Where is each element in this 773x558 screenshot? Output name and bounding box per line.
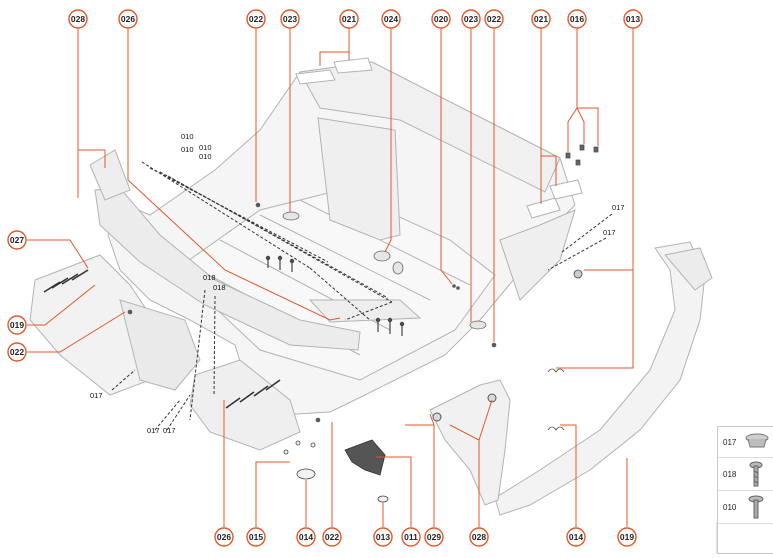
callout-bottom-5: 013 <box>373 527 393 547</box>
svg-text:026: 026 <box>121 14 135 24</box>
callout-bottom-2: 015 <box>246 527 266 547</box>
svg-text:026: 026 <box>217 532 231 542</box>
bolt-set-left <box>43 269 89 293</box>
svg-text:021: 021 <box>534 14 548 24</box>
dashed-leaders <box>111 161 613 431</box>
svg-text:022: 022 <box>249 14 263 24</box>
label-017-right-a: 017 <box>612 203 625 212</box>
svg-text:027: 027 <box>10 235 24 245</box>
callout-top-1: 028 <box>68 9 88 29</box>
label-010-a: 010 <box>181 132 194 141</box>
rivet-icon <box>748 495 764 519</box>
legend-code: 018 <box>723 470 737 479</box>
label-017-right-b: 017 <box>603 228 616 237</box>
callout-left-3: 022 <box>7 342 27 362</box>
fastener-labels: 010 010 010 010 018 018 017 017 017 017 … <box>90 132 625 435</box>
inner-panel-028 <box>429 379 511 506</box>
svg-text:022: 022 <box>10 347 24 357</box>
legend-row-017: 017 <box>718 427 773 458</box>
svg-text:013: 013 <box>626 14 640 24</box>
svg-text:014: 014 <box>299 532 313 542</box>
callout-top-3: 022 <box>246 9 266 29</box>
label-010-b: 010 <box>181 145 194 154</box>
label-017-left: 017 <box>90 391 103 400</box>
callout-top-11: 016 <box>567 9 587 29</box>
bracket-011 <box>344 439 386 476</box>
label-018-a: 018 <box>203 273 216 282</box>
svg-text:023: 023 <box>464 14 478 24</box>
svg-text:024: 024 <box>384 14 398 24</box>
leader-lines <box>27 28 634 527</box>
callout-top-5: 021 <box>339 9 359 29</box>
callout-top-2: 026 <box>118 9 138 29</box>
svg-text:019: 019 <box>620 532 634 542</box>
callouts-left: 027 019 022 <box>7 230 27 362</box>
side-sill-right <box>494 241 713 516</box>
label-017-bottom-b: 017 <box>163 426 176 435</box>
label-017-bottom-a: 017 <box>147 426 160 435</box>
callout-bottom-10: 019 <box>617 527 637 547</box>
svg-text:022: 022 <box>487 14 501 24</box>
callout-top-7: 020 <box>431 9 451 29</box>
svg-text:021: 021 <box>342 14 356 24</box>
legend-row-010: 010 <box>718 491 773 524</box>
svg-text:013: 013 <box>376 532 390 542</box>
callout-top-12: 013 <box>623 9 643 29</box>
svg-text:022: 022 <box>325 532 339 542</box>
svg-text:028: 028 <box>472 532 486 542</box>
svg-text:014: 014 <box>569 532 583 542</box>
legend-code: 017 <box>723 438 737 447</box>
svg-text:028: 028 <box>71 14 85 24</box>
callout-top-9: 022 <box>484 9 504 29</box>
legend-code: 010 <box>723 503 737 512</box>
legend-row-018: 018 <box>718 458 773 491</box>
callout-bottom-8: 028 <box>469 527 489 547</box>
svg-text:011: 011 <box>404 532 418 542</box>
callout-top-6: 024 <box>381 9 401 29</box>
callout-bottom-1: 026 <box>214 527 234 547</box>
svg-text:019: 019 <box>10 320 24 330</box>
label-010-c: 010 <box>199 143 212 152</box>
bolt-set-front <box>225 379 281 409</box>
push-clip-icon <box>745 433 769 448</box>
svg-text:015: 015 <box>249 532 263 542</box>
grommets <box>282 211 487 330</box>
callouts-top: 028 026 022 023 021 024 020 023 022 021 … <box>68 9 643 29</box>
clip-set-016 <box>565 144 599 166</box>
callout-top-4: 023 <box>280 9 300 29</box>
screw-icon <box>749 461 763 487</box>
mounting-features <box>127 202 497 423</box>
callout-bottom-6: 011 <box>401 527 421 547</box>
callout-left-1: 027 <box>7 230 27 250</box>
callout-bottom-4: 022 <box>322 527 342 547</box>
callouts-bottom: 026 015 014 022 013 011 029 028 014 019 <box>214 527 637 547</box>
svg-text:016: 016 <box>570 14 584 24</box>
label-010-d: 010 <box>199 152 212 161</box>
label-018-b: 018 <box>213 283 226 292</box>
callout-left-2: 019 <box>7 315 27 335</box>
svg-text:020: 020 <box>434 14 448 24</box>
stud-groups <box>265 255 405 336</box>
callout-bottom-9: 014 <box>566 527 586 547</box>
svg-text:029: 029 <box>427 532 441 542</box>
svg-text:023: 023 <box>283 14 297 24</box>
fastener-legend: 017 018 010 <box>717 426 773 554</box>
small-parts <box>283 269 583 503</box>
callout-top-8: 023 <box>461 9 481 29</box>
callout-bottom-7: 029 <box>424 527 444 547</box>
callout-bottom-3: 014 <box>296 527 316 547</box>
rear-floor-assembly <box>29 57 583 451</box>
callout-top-10: 021 <box>531 9 551 29</box>
